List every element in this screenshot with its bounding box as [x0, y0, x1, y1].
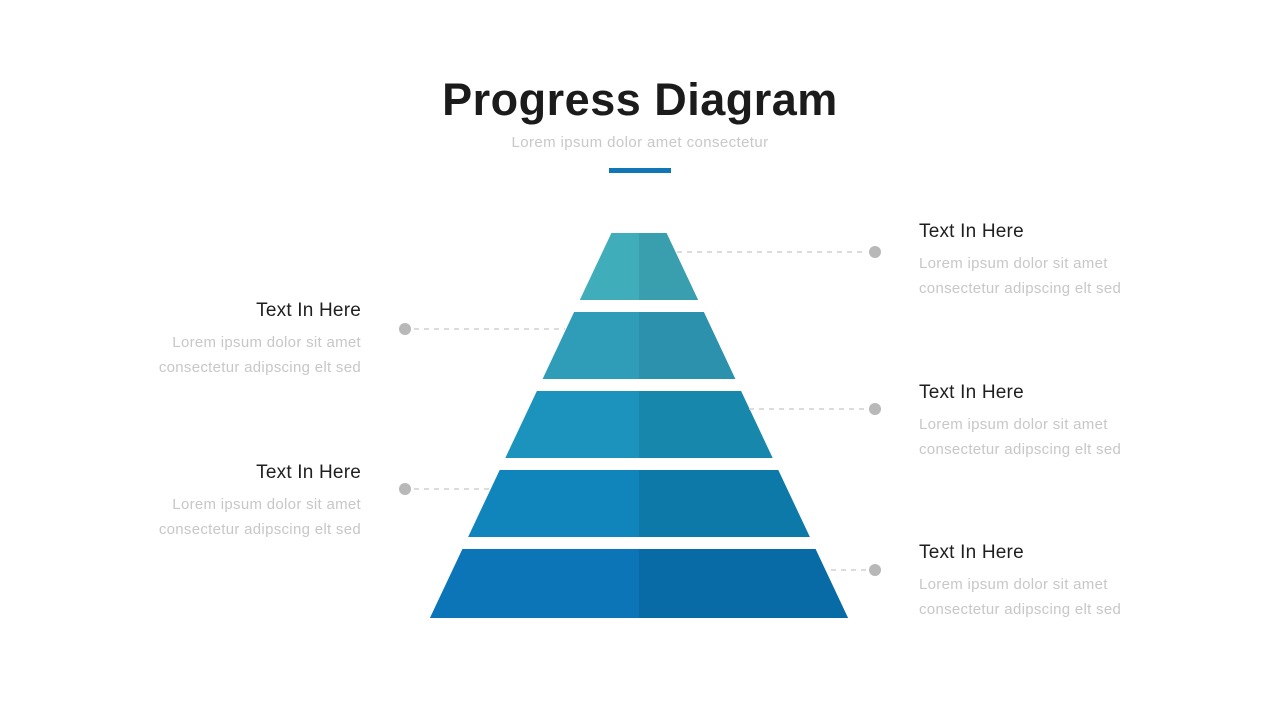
pyramid-level-2-left [542, 312, 639, 379]
callout-heading: Text In Here [919, 221, 1024, 242]
callout-heading: Text In Here [919, 382, 1024, 403]
callout-body: Lorem ipsum dolor sit amet consectetur a… [919, 572, 1149, 622]
callout-body-line: Lorem ipsum dolor sit amet [919, 416, 1108, 433]
callout-body-line: consectetur adipscing elt sed [919, 601, 1122, 618]
callout-level-3: Text In Here Lorem ipsum dolor sit amet … [919, 381, 1149, 462]
pyramid-level-5-right [639, 549, 849, 618]
callout-body-line: consectetur adipscing elt sed [158, 521, 361, 538]
callout-heading: Text In Here [256, 300, 361, 321]
connector-dot-level-1 [869, 246, 881, 258]
pyramid-level-3-right [639, 391, 773, 458]
pyramid-level-2-right [639, 312, 736, 379]
callout-body-line: consectetur adipscing elt sed [919, 441, 1122, 458]
connector-dot-level-3 [869, 403, 881, 415]
pyramid-level-1-left [579, 233, 639, 300]
callout-heading: Text In Here [256, 462, 361, 483]
callout-body-line: Lorem ipsum dolor sit amet [919, 576, 1108, 593]
callout-body-line: Lorem ipsum dolor sit amet [172, 334, 361, 351]
callout-level-5: Text In Here Lorem ipsum dolor sit amet … [919, 541, 1149, 622]
pyramid-level-3-left [505, 391, 639, 458]
callout-level-4: Text In Here Lorem ipsum dolor sit amet … [131, 461, 361, 542]
pyramid-level-1-right [639, 233, 699, 300]
page-subtitle: Lorem ipsum dolor amet consectetur [511, 134, 769, 151]
callout-level-2: Text In Here Lorem ipsum dolor sit amet … [131, 299, 361, 380]
callout-body-line: consectetur adipscing elt sed [158, 359, 361, 376]
callout-level-1: Text In Here Lorem ipsum dolor sit amet … [919, 220, 1149, 301]
callout-body-line: Lorem ipsum dolor sit amet [919, 255, 1108, 272]
connector-dot-level-5 [869, 564, 881, 576]
callout-body-line: Lorem ipsum dolor sit amet [172, 496, 361, 513]
page-title: Progress Diagram [442, 74, 838, 125]
pyramid-level-5-left [429, 549, 639, 618]
callout-body-line: consectetur adipscing elt sed [919, 280, 1122, 297]
callout-heading: Text In Here [919, 542, 1024, 563]
callout-body: Lorem ipsum dolor sit amet consectetur a… [131, 492, 361, 542]
callout-body: Lorem ipsum dolor sit amet consectetur a… [919, 412, 1149, 462]
connector-dot-level-4 [399, 483, 411, 495]
callout-body: Lorem ipsum dolor sit amet consectetur a… [131, 330, 361, 380]
connector-dot-level-2 [399, 323, 411, 335]
pyramid-level-4-left [468, 470, 639, 537]
callout-body: Lorem ipsum dolor sit amet consectetur a… [919, 251, 1149, 301]
title-accent-bar [609, 168, 671, 173]
pyramid-level-4-right [639, 470, 810, 537]
